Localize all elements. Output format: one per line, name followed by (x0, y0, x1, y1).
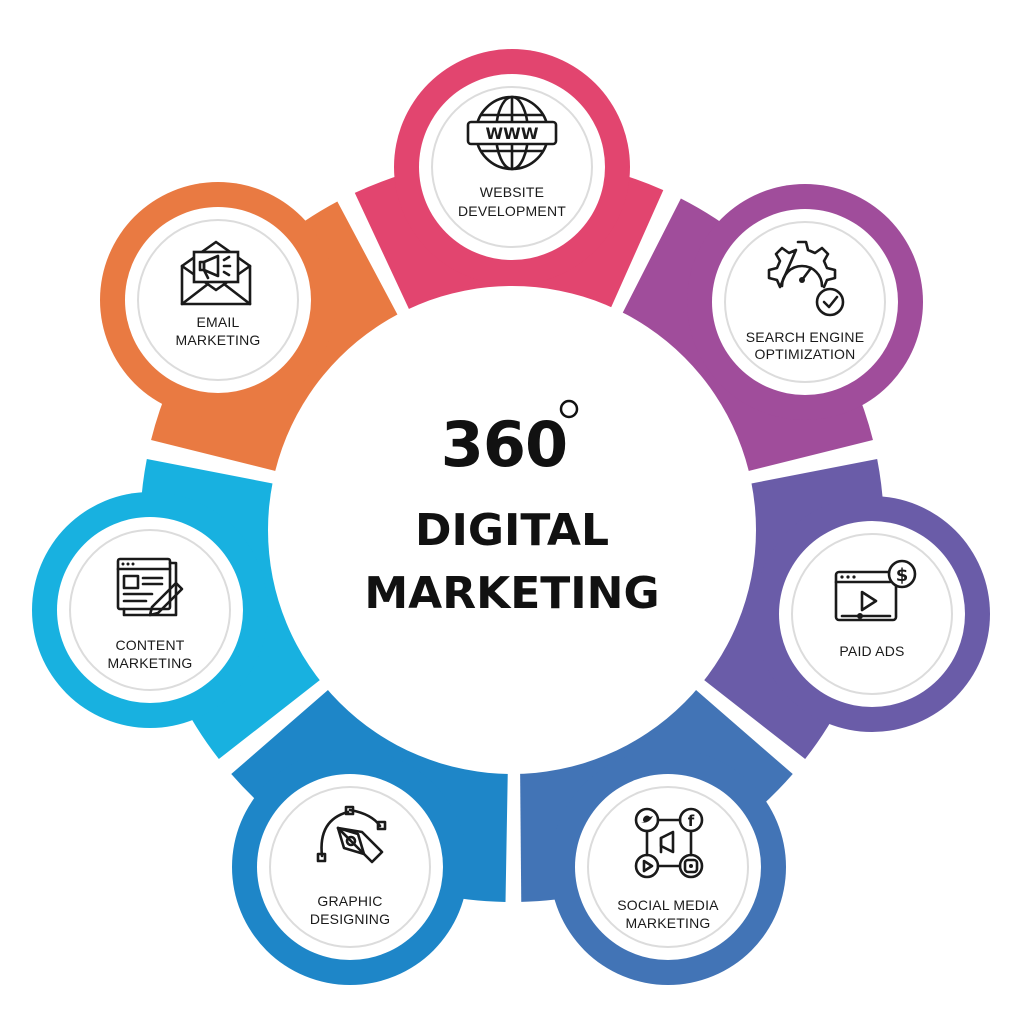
segment-divider (603, 173, 687, 329)
document-pencil-icon (116, 557, 184, 617)
segment-divider (682, 669, 819, 784)
node-email-marketing: EMAIL MARKETING (125, 207, 311, 393)
node-paid-ads: $ PAID ADS (779, 521, 965, 707)
node-label-line: EMAIL (196, 314, 239, 330)
www-text: WWW (486, 124, 539, 143)
title-360: 360 (441, 408, 567, 481)
facebook-f-text: f (688, 812, 695, 830)
node-inner (724, 221, 886, 383)
node-graphic-designing: GRAPHIC DESIGNING (257, 774, 443, 960)
node-label-line: SOCIAL MEDIA (617, 897, 719, 913)
segment-divider (127, 439, 293, 487)
node-social-media-marketing: f SOCIAL MEDIA MARKETING (575, 774, 761, 960)
node-search-engine-optimization: SEARCH ENGINE OPTIMIZATION (712, 209, 898, 395)
title-line-1: DIGITAL (415, 505, 609, 556)
node-label-line: PAID ADS (839, 643, 904, 659)
node-content-marketing: CONTENT MARKETING (57, 517, 243, 703)
globe-www-icon: WWW (466, 95, 558, 171)
segment-divider (205, 669, 342, 784)
node-label-line: MARKETING (625, 915, 710, 931)
gear-gauge-check-icon (767, 240, 845, 317)
social-media-icon: f (634, 807, 704, 879)
node-label-line: MARKETING (107, 655, 192, 671)
segment-divider (507, 755, 522, 923)
node-label-line: MARKETING (175, 332, 260, 348)
title-line-2: MARKETING (364, 568, 659, 619)
node-label-line: DESIGNING (310, 911, 390, 927)
node-label-line: GRAPHIC (317, 893, 382, 909)
node-inner (137, 219, 299, 381)
center-title: 360 DIGITAL MARKETING (364, 399, 660, 619)
node-label-line: SEARCH ENGINE (746, 329, 865, 345)
node-inner (791, 533, 953, 695)
node-label-line: DEVELOPMENT (458, 203, 566, 219)
node-inner (269, 786, 431, 948)
pen-tool-icon (316, 805, 387, 864)
node-label-line: CONTENT (115, 637, 184, 653)
email-megaphone-icon (180, 240, 252, 306)
dollar-text: $ (896, 565, 909, 586)
degree-symbol (559, 399, 579, 419)
center-circle (268, 286, 756, 774)
segment-divider (331, 176, 417, 331)
node-website-development: WWW WEBSITE DEVELOPMENT (419, 74, 605, 260)
node-label-line: OPTIMIZATION (755, 346, 856, 362)
video-ad-dollar-icon: $ (834, 559, 917, 622)
segment-divider (731, 439, 897, 487)
node-label-line: WEBSITE (480, 184, 544, 200)
